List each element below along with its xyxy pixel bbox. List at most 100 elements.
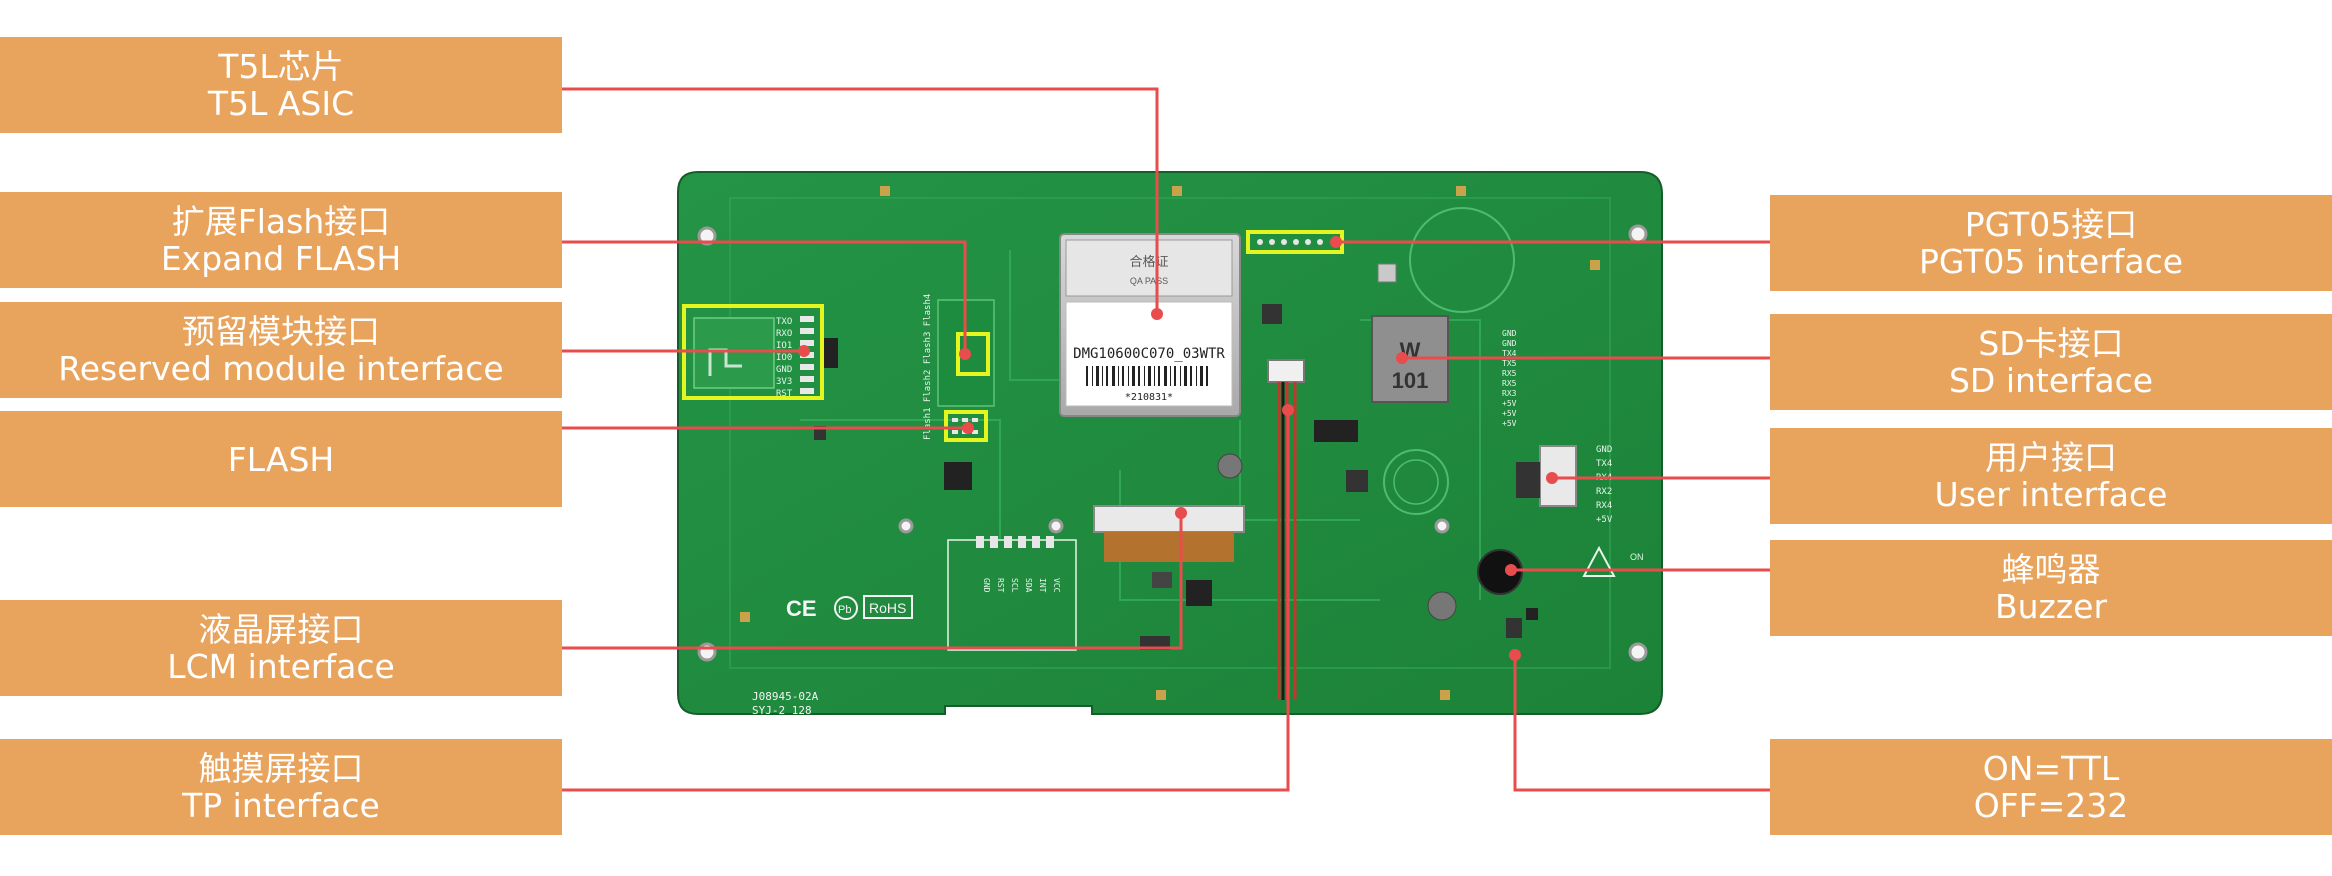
- leader-tp: [562, 410, 1290, 792]
- user-connector: GND TX4 RX4 RX2 RX4 +5V ON: [1516, 445, 1644, 577]
- chip-cert-text: 合格证: [1129, 254, 1168, 269]
- chip-pass-text: QA PASS: [1130, 276, 1168, 286]
- label-cn: SD卡接口: [1978, 324, 2124, 363]
- ce-mark: CE: [786, 596, 817, 621]
- small-component: [824, 338, 838, 368]
- label-en: Buzzer: [1994, 587, 2108, 626]
- label-cn: PGT05接口: [1964, 205, 2138, 244]
- label-en: SD interface: [1948, 361, 2154, 400]
- capacitor-inner: [1393, 459, 1439, 505]
- label-en: T5L ASIC: [207, 84, 355, 123]
- pin-label: RX3: [1502, 389, 1517, 398]
- on-mark-text: ON: [1630, 552, 1644, 562]
- label-cn: 用户接口: [1985, 438, 2117, 477]
- leader-lines: [562, 87, 1770, 792]
- pin-label: SDA: [1024, 578, 1033, 593]
- label-en: LCM interface: [167, 647, 395, 686]
- pb-free-icon: [834, 596, 858, 620]
- flash-silk-text: Flash1 Flash2 Flash3 Flash4: [923, 294, 933, 440]
- label-cn: 扩展Flash接口: [171, 202, 391, 241]
- leader-expand-flash: [562, 240, 967, 354]
- chip-code-text: *210831*: [1125, 392, 1173, 403]
- chip-barcode: [1086, 366, 1208, 386]
- label-cn: 预留模块接口: [182, 312, 380, 351]
- leader-lcm: [562, 513, 1183, 650]
- label-en: FLASH: [227, 439, 335, 479]
- label-lcm: 液晶屏接口 LCM interface: [0, 600, 562, 696]
- pin-label: +5V: [1596, 515, 1613, 525]
- label-t5l: T5L芯片 T5L ASIC: [0, 37, 562, 133]
- warning-icon: [1582, 545, 1616, 577]
- electrolytic-capacitor: [1427, 591, 1457, 621]
- certification-marks: CE Pb RoHS J08945-02A SYJ-2 128: [752, 595, 913, 717]
- label-en: Expand FLASH: [160, 239, 402, 278]
- label-cn: T5L芯片: [218, 47, 344, 86]
- leader-dots: [798, 236, 1558, 661]
- label-user: 用户接口 User interface: [1770, 428, 2332, 524]
- pin-label: RX5: [1502, 369, 1517, 378]
- pcb-code: SYJ-2 128: [752, 704, 812, 717]
- edge-pads: [740, 186, 1600, 700]
- flash-highlight: [944, 410, 988, 442]
- pin-label: +5V: [1502, 399, 1517, 408]
- pin-label: GND: [776, 365, 792, 375]
- label-en: OFF=232: [1973, 786, 2129, 825]
- label-en: User interface: [1934, 475, 2168, 514]
- pin-label: RX5: [1502, 379, 1517, 388]
- label-flash: FLASH: [0, 411, 562, 507]
- pin-label: 3V3: [776, 377, 792, 387]
- rohs-mark: RoHS: [869, 600, 906, 616]
- pin-label: +5V: [1502, 409, 1517, 418]
- pin-label: +5V: [1502, 419, 1517, 428]
- pin-label: IO0: [776, 353, 792, 363]
- label-sd: SD卡接口 SD interface: [1770, 314, 2332, 410]
- label-en: TP interface: [182, 786, 380, 825]
- pin-label: VCC: [1052, 578, 1061, 593]
- mounting-holes: [697, 224, 1648, 662]
- pin-label: TX4: [1502, 349, 1517, 358]
- sd-side-pins: GND GND TX4 TX5 RX5 RX5 RX3 +5V +5V +5V: [1502, 329, 1517, 428]
- misc-components: [1152, 304, 1368, 606]
- pin-label: RX4: [1596, 501, 1612, 511]
- pin-label: TXO: [776, 317, 792, 327]
- buzzer-area: [1427, 549, 1538, 638]
- pb-mark: Pb: [838, 604, 851, 616]
- label-tp: 触摸屏接口 TP interface: [0, 739, 562, 835]
- pin-label: RST: [996, 578, 1005, 593]
- pin-label: IO1: [776, 341, 792, 351]
- flash-chip: [944, 462, 972, 490]
- label-cn: 液晶屏接口: [198, 610, 364, 649]
- pin-label: TX4: [1596, 459, 1612, 469]
- label-cn: 触摸屏接口: [198, 749, 364, 788]
- pin-label: GND: [1502, 339, 1517, 348]
- buzzer-component: [1477, 549, 1523, 595]
- pin-label: RST: [776, 389, 793, 399]
- pin-label: RXO: [776, 329, 792, 339]
- t5l-module: 合格证 QA PASS DMG10600C070_03WTR *210831*: [1059, 233, 1241, 417]
- label-cn: 蜂鸣器: [2001, 550, 2101, 589]
- label-buzzer: 蜂鸣器 Buzzer: [1770, 540, 2332, 636]
- label-en: PGT05 interface: [1918, 242, 2184, 281]
- sd-mark-text: 101: [1392, 368, 1429, 393]
- label-pgt05: PGT05接口 PGT05 interface: [1770, 195, 2332, 291]
- label-switch: ON=TTL OFF=232: [1770, 739, 2332, 835]
- label-en: Reserved module interface: [58, 349, 504, 388]
- pin-label: SCL: [1010, 578, 1019, 593]
- pcb-code: J08945-02A: [752, 690, 819, 703]
- label-expand-flash: 扩展Flash接口 Expand FLASH: [0, 192, 562, 288]
- pin-label: GND: [1502, 329, 1517, 338]
- chip-model-text: DMG10600C070_03WTR: [1073, 346, 1225, 362]
- pin-label: INT: [1038, 578, 1047, 593]
- leader-switch: [1513, 655, 1770, 792]
- leader-t5l: [562, 87, 1159, 314]
- pin-label: GND: [982, 578, 991, 593]
- pin-label: GND: [1596, 445, 1612, 455]
- reserved-pins: TXO RXO IO1 IO0 GND 3V3 RST: [776, 317, 793, 399]
- lcm-connector: GND RST SCL SDA INT VCC: [947, 505, 1245, 651]
- capacitor-outline: [1383, 449, 1449, 515]
- pin-label: RX2: [1596, 487, 1612, 497]
- label-reserved-module: 预留模块接口 Reserved module interface: [0, 302, 562, 398]
- battery-outline: [1409, 207, 1515, 313]
- label-cn: ON=TTL: [1982, 749, 2120, 788]
